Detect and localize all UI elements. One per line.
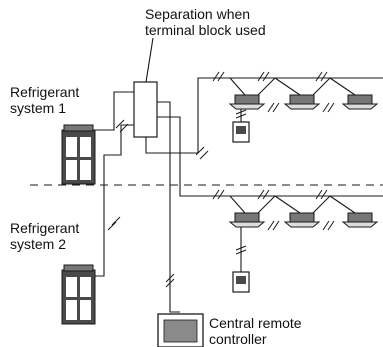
wire-outdoor1-to-terminal [95,91,134,131]
system-1-return-2 [312,77,331,96]
system-1-drop-2 [274,77,301,96]
wire-terminal-to-system2-indoor [157,116,208,197]
system-2-return-1 [257,195,276,214]
system-2-return-2 [312,195,331,214]
system-2-label-line-1: Refrigerant [10,220,79,236]
system-1-drop-3 [329,77,356,96]
system-1-return-1 [257,77,276,96]
system-2-drop-1 [229,195,246,214]
system-2-label-line-2: system 2 [10,236,66,252]
indoor-unit-1-1 [228,94,266,110]
system-1-drop-1 [229,77,246,96]
system-2-drop-3 [329,195,356,214]
separation-leader-line [145,37,154,83]
indoor-unit-1-3 [341,94,379,110]
remote-controller-system-1 [232,121,250,143]
wire-outdoor2-to-terminal [95,124,134,277]
system-1-label-line-1: Refrigerant [10,84,79,100]
system-2-drop-2 [274,195,301,214]
separation-label-line-1: Separation when [145,6,250,22]
indoor-unit-2-3 [341,212,379,228]
terminal-block [133,81,158,138]
outdoor-unit-system-2 [61,264,96,325]
remote-controller-system-2 [232,271,250,293]
system-1-label-line-2: system 1 [10,100,66,116]
central-controller-label-line-2: controller [209,331,267,347]
central-controller-label-line-1: Central remote [209,315,302,331]
wire-hatch-marks [107,71,335,288]
wire-terminal-to-central [157,101,180,313]
central-remote-controller [157,313,204,347]
indoor-unit-2-2 [283,212,321,228]
separation-label-line-2: terminal block used [145,22,266,38]
indoor-unit-1-2 [283,94,321,110]
indoor-unit-2-1 [228,212,266,228]
outdoor-unit-system-1 [61,124,96,185]
